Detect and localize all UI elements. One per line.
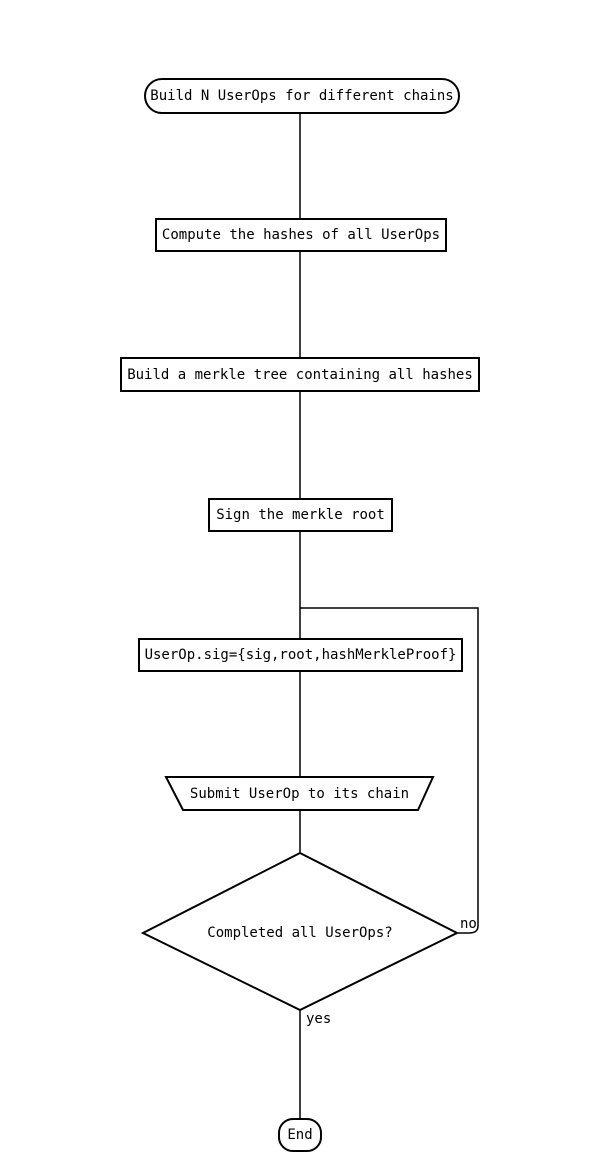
submit-userop-trapezoid-shape (164, 776, 435, 811)
node-userop-sig-label: UserOp.sig={sig,root,hashMerkleProof} (144, 647, 457, 663)
node-submit-userop-label: Submit UserOp to its chain (189, 785, 410, 802)
node-sign-merkle-root: Sign the merkle root (208, 498, 393, 532)
node-sign-merkle-root-label: Sign the merkle root (216, 507, 385, 523)
node-compute-hashes-label: Compute the hashes of all UserOps (161, 227, 441, 243)
node-start: Build N UserOps for different chains (144, 78, 460, 114)
node-completed-decision: Completed all UserOps? (150, 915, 450, 951)
node-build-merkle-tree-label: Build a merkle tree containing all hashe… (127, 366, 473, 383)
edge-decision-no-loopback (300, 607, 479, 934)
completed-decision-diamond-shape (140, 851, 460, 1012)
edge-label-no: no (460, 916, 477, 932)
node-compute-hashes: Compute the hashes of all UserOps (155, 218, 447, 252)
node-userop-sig: UserOp.sig={sig,root,hashMerkleProof} (138, 638, 463, 672)
node-end-label: End (287, 1127, 313, 1143)
node-end: End (278, 1118, 322, 1152)
node-start-label: Build N UserOps for different chains (150, 88, 454, 104)
edge-label-yes: yes (306, 1011, 332, 1027)
node-build-merkle-tree: Build a merkle tree containing all hashe… (120, 357, 480, 392)
node-submit-userop: Submit UserOp to its chain (166, 777, 433, 810)
node-completed-decision-label: Completed all UserOps? (207, 925, 393, 941)
